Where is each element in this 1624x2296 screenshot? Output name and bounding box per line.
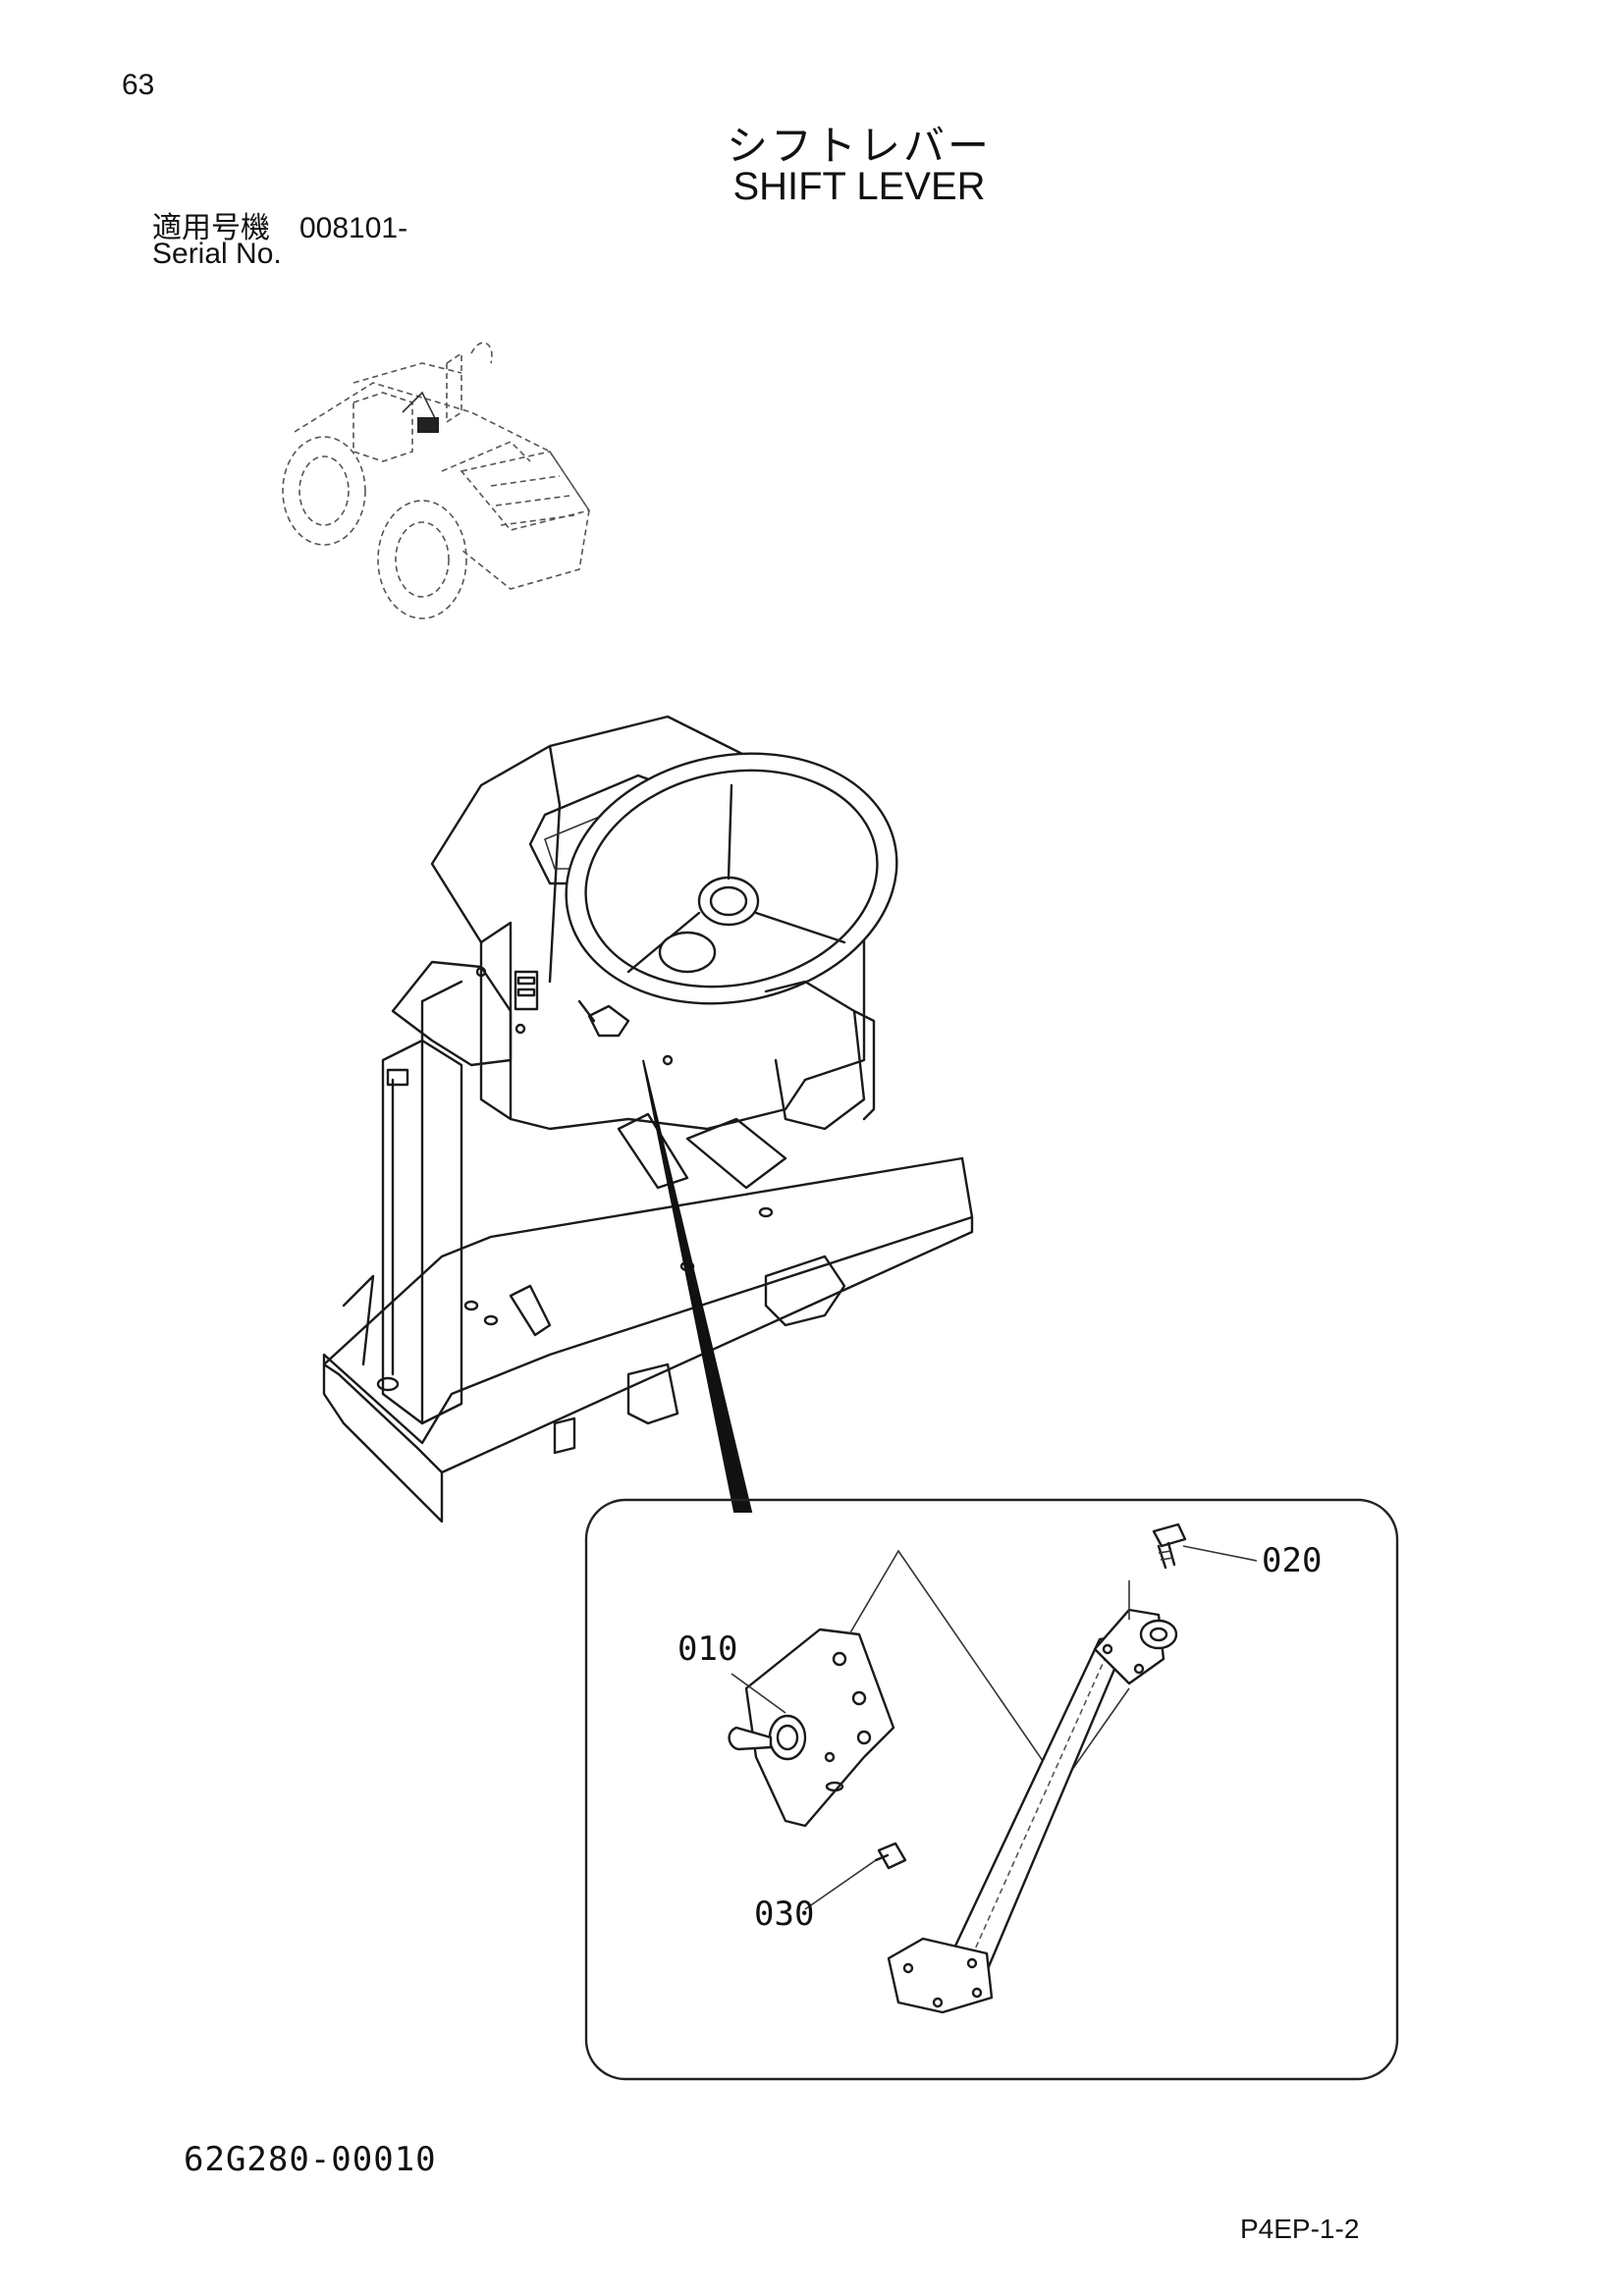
drawing-code: 62G280-00010 (184, 2140, 437, 2179)
detail-frame (584, 1498, 1399, 2081)
serial-number-label-english: Serial No. (152, 238, 282, 270)
callout-020: 020 (1262, 1541, 1323, 1580)
serial-number-label-japanese: 適用号機 008101- (152, 212, 408, 244)
callout-010: 010 (677, 1629, 738, 1669)
page-reference: P4EP-1-2 (1240, 2214, 1360, 2244)
operator-platform-drawing (322, 715, 974, 1523)
callout-030: 030 (754, 1895, 815, 1934)
page-number: 63 (122, 69, 155, 101)
tractor-thumbnail (282, 342, 591, 619)
detail-pointer (642, 1059, 753, 1513)
detail-parts-drawing (728, 1522, 1258, 2014)
page-title-english: SHIFT LEVER (732, 165, 986, 208)
page-title-japanese: シフトレバー (726, 123, 992, 169)
